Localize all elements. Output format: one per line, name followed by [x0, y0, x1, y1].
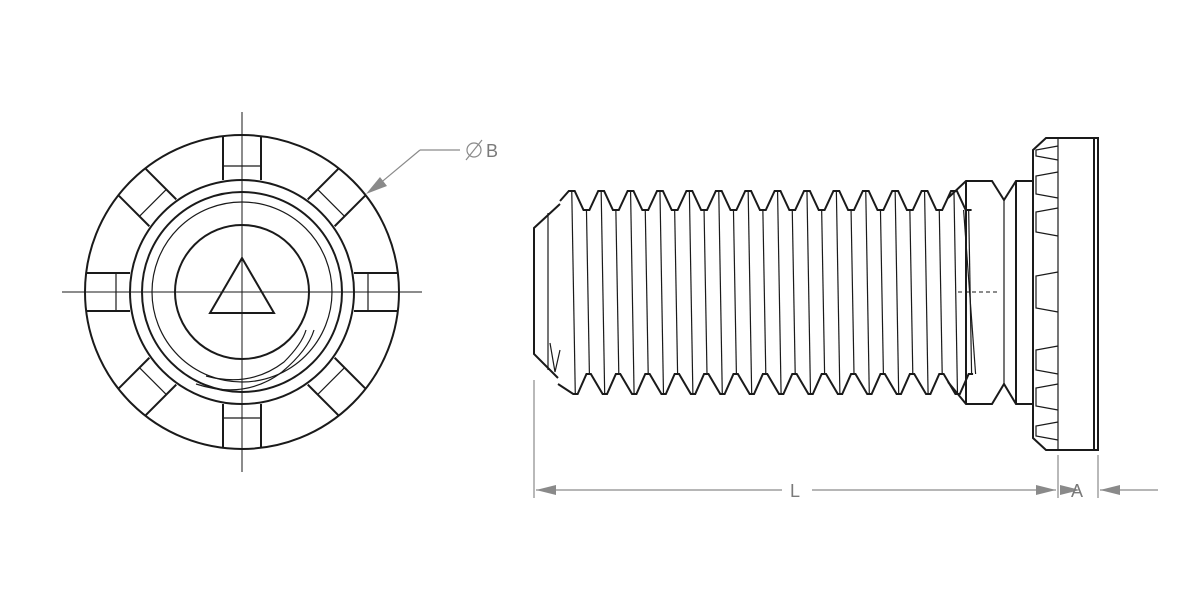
thread-crest-line: [776, 190, 782, 395]
length-label: L: [790, 481, 800, 501]
head-slot-step: [139, 367, 167, 395]
head-slot: [222, 404, 262, 447]
thread-root-line: [791, 209, 796, 375]
head-slot: [307, 357, 366, 416]
side-view: [533, 137, 1099, 451]
thread-bottom-profile: [557, 373, 974, 395]
knurl-tooth: [1035, 207, 1059, 237]
knurl-tooth: [1035, 171, 1059, 199]
knurl-tooth: [1035, 383, 1059, 411]
diameter-symbol-icon: [465, 139, 483, 161]
thread-crest-line: [718, 190, 723, 395]
length-arrow-right: [1036, 485, 1056, 495]
diameter-label: B: [486, 141, 498, 161]
neck-upper: [947, 180, 1033, 202]
neck-lower: [947, 381, 1033, 405]
thread-root-line: [585, 209, 590, 375]
shank-inner-ring: [151, 201, 333, 383]
head-slot: [307, 168, 366, 227]
head-slot: [87, 272, 130, 312]
head-slot: [354, 272, 397, 312]
head-slot: [222, 137, 262, 180]
head-arrow-right: [1100, 485, 1120, 495]
triangle-mark: [208, 256, 276, 314]
thread-profile: [557, 190, 977, 395]
length-arrow-left: [536, 485, 556, 495]
outer-flange-circle: [84, 134, 400, 450]
thread-root-line: [909, 209, 914, 375]
leader-arrowhead: [366, 177, 387, 194]
knurl-tooth: [1035, 421, 1059, 441]
tip-thread-start: [549, 342, 561, 373]
knurl-inner-ring: [129, 179, 355, 405]
head-slot: [118, 168, 177, 227]
thread-root-line: [762, 209, 767, 375]
tip-chamfer: [533, 203, 561, 379]
thread-crest-line: [806, 190, 812, 395]
head-label: A: [1071, 481, 1083, 501]
thread-root-line: [615, 209, 620, 375]
end-view: [62, 112, 422, 472]
knurl-tooth: [1035, 345, 1059, 375]
thread-root-line: [821, 209, 826, 375]
head-arrow-left: [1060, 485, 1080, 495]
knurl-tooth: [1035, 271, 1059, 313]
thread-top-profile: [559, 190, 972, 211]
head-slots: [87, 137, 397, 447]
head-slot-step: [139, 189, 167, 217]
thread-root-circle: [174, 224, 310, 360]
thread-crest-line: [923, 190, 929, 395]
dimension-lines: L A: [533, 380, 1158, 501]
thread-root-line: [879, 209, 884, 375]
head-slot-step: [317, 367, 345, 395]
head-slot-step: [317, 189, 345, 217]
thread-crest-line: [953, 190, 959, 395]
thread-root-line: [938, 209, 943, 375]
shank-outer-ring: [141, 191, 343, 393]
knurl-tooth: [1035, 145, 1059, 161]
thread-root-line: [674, 209, 679, 375]
thread-crest-line: [659, 190, 665, 395]
thread-spiral-inner: [205, 329, 307, 381]
thread-root-line: [644, 209, 649, 375]
diameter-leader: B: [366, 139, 498, 194]
thread-crest-line: [688, 190, 694, 395]
thread-root-line: [850, 209, 855, 375]
head-outline: [1032, 137, 1099, 451]
thread-crest-line: [835, 190, 841, 395]
thread-crest-line: [747, 190, 753, 395]
thread-root-line: [732, 209, 737, 375]
thread-crest-line: [629, 190, 635, 395]
thread-spiral: [195, 329, 315, 391]
thread-crest-line: [894, 190, 900, 395]
thread-crest-line: [865, 190, 870, 395]
thread-root-line: [703, 209, 708, 375]
thread-crest-line: [571, 190, 576, 395]
head-slot: [118, 357, 177, 416]
head-knurl: [1035, 145, 1059, 441]
thread-crest-line: [600, 190, 606, 395]
